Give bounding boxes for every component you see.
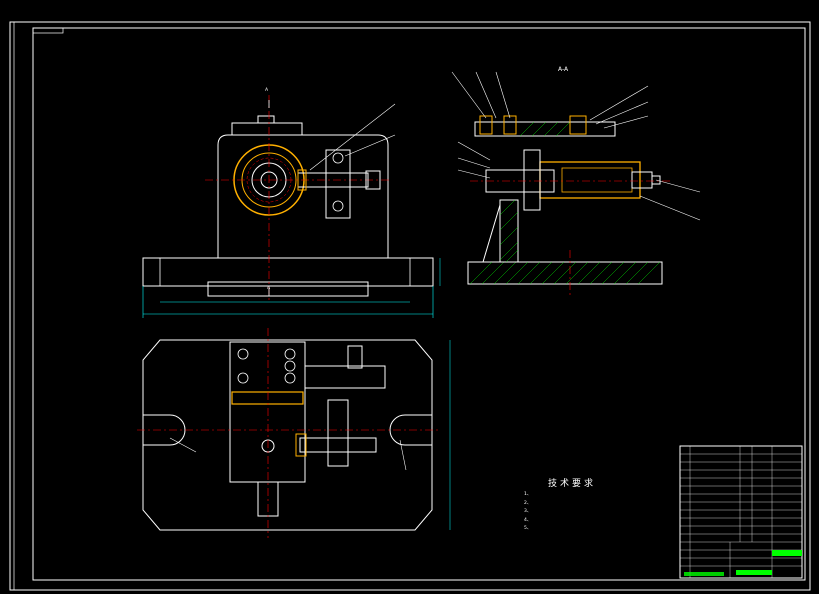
top-bolt-4 <box>284 372 296 384</box>
section-base <box>467 261 663 285</box>
section-leader-7 <box>457 141 491 161</box>
section-leader-3 <box>495 71 511 119</box>
titleblock-outline <box>679 445 803 579</box>
section-cylinder-cap <box>631 171 653 189</box>
top-clamp-bar <box>304 365 386 389</box>
section-rib <box>482 204 501 263</box>
section-cylinder-inner <box>561 167 633 193</box>
front-clamp-pad <box>297 169 307 191</box>
titleblock-accent-1 <box>772 550 802 556</box>
front-base-slot <box>207 281 369 297</box>
tech-requirement-item: 3、 <box>524 509 532 514</box>
front-top-screw <box>257 115 275 124</box>
section-leader-2 <box>475 71 497 119</box>
top-bolt-1 <box>237 348 249 360</box>
top-clamp-pad <box>295 433 307 457</box>
front-clamp-nut <box>365 170 381 190</box>
section-leader-5 <box>595 101 649 125</box>
top-clamp-screw <box>299 437 377 453</box>
top-leader-right <box>399 439 407 471</box>
top-slot-right <box>389 414 432 446</box>
titleblock-accent-2 <box>736 570 772 575</box>
corner-mark <box>32 27 64 34</box>
section-view <box>451 71 701 296</box>
section-cylinder <box>539 161 641 199</box>
section-leader-11 <box>639 195 701 221</box>
top-clamp-block <box>327 399 349 467</box>
top-leader-left <box>169 437 197 453</box>
section-leader-10 <box>655 179 701 193</box>
top-bolt-3 <box>284 348 296 360</box>
section-leader-6 <box>603 115 649 129</box>
top-bolt-5 <box>284 360 296 372</box>
top-view <box>137 328 451 538</box>
section-label: A-A <box>558 66 569 73</box>
sheet-outer-border <box>9 21 811 591</box>
tech-requirement-item: 5、 <box>524 526 532 531</box>
section-collar <box>523 149 541 211</box>
section-leader-8 <box>457 157 491 169</box>
section-upright-hatch <box>499 199 519 263</box>
top-base-outline <box>142 339 433 531</box>
front-leader-2 <box>344 134 396 157</box>
tech-requirement-item: 2、 <box>524 500 532 506</box>
tech-requirement-item: 4、 <box>524 517 532 523</box>
section-upright <box>499 199 519 263</box>
title-block <box>679 445 803 579</box>
view-marker-top: A <box>265 88 269 93</box>
top-clamp-post <box>347 345 363 369</box>
section-leader-4 <box>589 85 649 121</box>
front-clamp-block <box>325 149 351 219</box>
top-bolt-2 <box>237 372 249 384</box>
section-top-bolt-left <box>479 115 493 135</box>
top-slot-left <box>143 414 186 446</box>
top-body-highlight <box>231 391 304 405</box>
section-top-bolt-right <box>569 115 587 135</box>
tech-requirement-item: 1、 <box>524 492 532 497</box>
tech-requirements-list: 1、 2、 3、 4、 5、 <box>524 491 674 534</box>
section-leader-9 <box>457 169 491 179</box>
sheet-inner-border <box>32 27 806 581</box>
titleblock-accent-3 <box>684 572 724 576</box>
front-top-lug <box>231 122 303 136</box>
titleblock-rows <box>680 453 802 567</box>
section-top-arm <box>474 121 616 137</box>
front-clamp-bolt-top <box>332 152 344 164</box>
front-leader-1 <box>309 103 396 171</box>
section-leader-1 <box>451 71 487 119</box>
tech-requirements-title: 技术要求 <box>548 479 597 489</box>
front-view <box>142 95 441 318</box>
view-marker-bottom: A <box>267 286 271 291</box>
front-body-block <box>217 134 389 259</box>
section-top-bolt-mid <box>503 115 517 135</box>
section-rod-end <box>651 175 661 185</box>
front-clamp-bolt-bottom <box>332 200 344 212</box>
section-base-hatch <box>469 261 661 285</box>
section-top-arm-hatch <box>519 121 571 137</box>
